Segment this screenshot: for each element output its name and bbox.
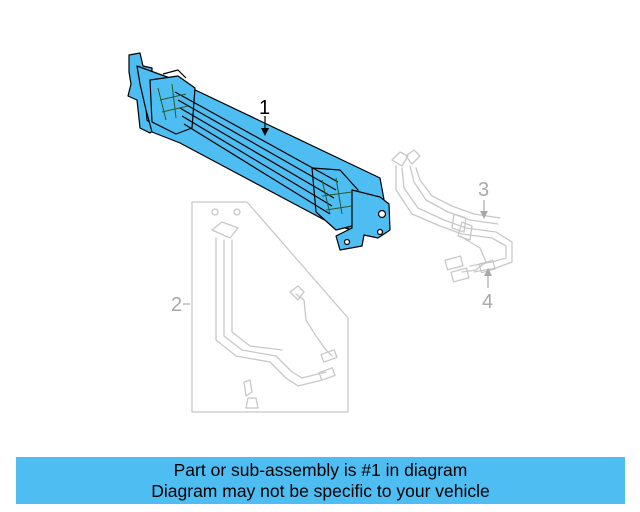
parts-diagram: 1 2 bbox=[127, 52, 513, 413]
banner-line-disclaimer: Diagram may not be specific to your vehi… bbox=[151, 480, 490, 501]
callout-3-label: 3 bbox=[478, 179, 489, 201]
callout-4-arrow bbox=[484, 268, 492, 288]
info-banner: Part or sub-assembly is #1 in diagram Di… bbox=[16, 457, 625, 504]
oil-cooler-part[interactable] bbox=[127, 52, 391, 251]
cooler-tubes-part[interactable] bbox=[391, 149, 513, 283]
callout-1-arrow bbox=[261, 116, 269, 136]
callout-3-arrow bbox=[480, 200, 488, 219]
callout-4-label: 4 bbox=[482, 291, 493, 313]
banner-line-part-number: Part or sub-assembly is #1 in diagram bbox=[173, 459, 468, 480]
cooler-bracket-assembly-part[interactable] bbox=[191, 201, 349, 413]
callout-1-label: 1 bbox=[259, 97, 270, 119]
callout-2-label: 2 bbox=[171, 294, 182, 316]
